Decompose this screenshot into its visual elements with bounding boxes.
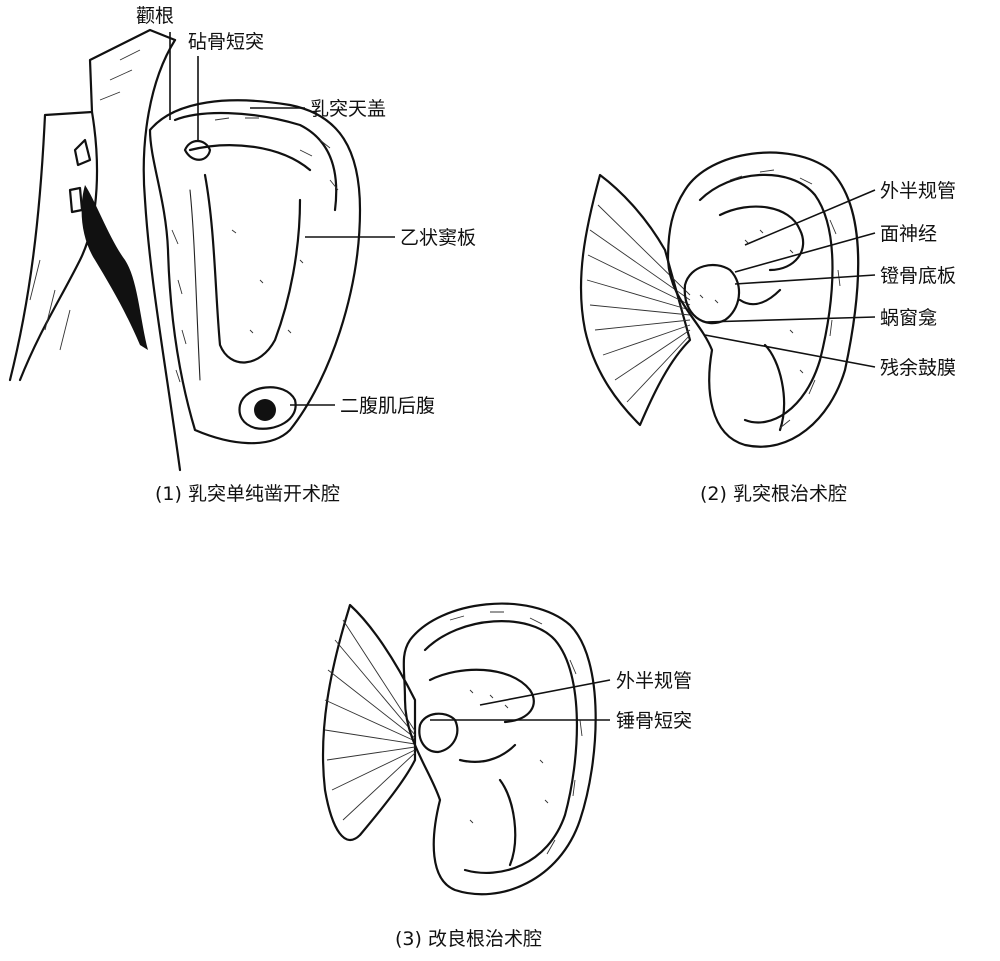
label-residual-tympanic-membrane: 残余鼓膜	[880, 357, 956, 379]
label-round-window-niche: 蜗窗龛	[880, 307, 937, 329]
label-digastric-posterior-belly: 二腹肌后腹	[340, 395, 435, 417]
label-sigmoid-sinus-plate: 乙状窦板	[400, 227, 476, 249]
label-mastoid-tegmen: 乳突天盖	[310, 98, 386, 120]
caption-figure-3: (3) 改良根治术腔	[395, 928, 542, 950]
figure-3-modified-radical-cavity: 外半规管 锤骨短突 (3) 改良根治术腔	[321, 602, 692, 950]
label-incus-short-process: 砧骨短突	[188, 31, 264, 53]
label-facial-nerve: 面神经	[880, 223, 937, 245]
label-lateral-semicircular-canal-2: 外半规管	[616, 670, 692, 692]
caption-figure-2: (2) 乳突根治术腔	[700, 483, 847, 505]
figure-1-mastoidectomy-cavity: 颧根 砧骨短突 乳突天盖 乙状窦板 二腹肌后腹 (1) 乳突单纯凿开术腔	[8, 5, 476, 505]
label-zygomatic-root: 颧根	[136, 5, 174, 27]
label-stapes-footplate: 镫骨底板	[880, 265, 956, 287]
figure-2-radical-mastoidectomy-cavity: 外半规管 面神经 镫骨底板 蜗窗龛 残余鼓膜 (2) 乳突根治术腔	[579, 151, 956, 505]
label-malleus-short-process: 锤骨短突	[616, 710, 692, 732]
label-lateral-semicircular-canal: 外半规管	[880, 180, 956, 202]
caption-figure-1: (1) 乳突单纯凿开术腔	[155, 483, 340, 505]
